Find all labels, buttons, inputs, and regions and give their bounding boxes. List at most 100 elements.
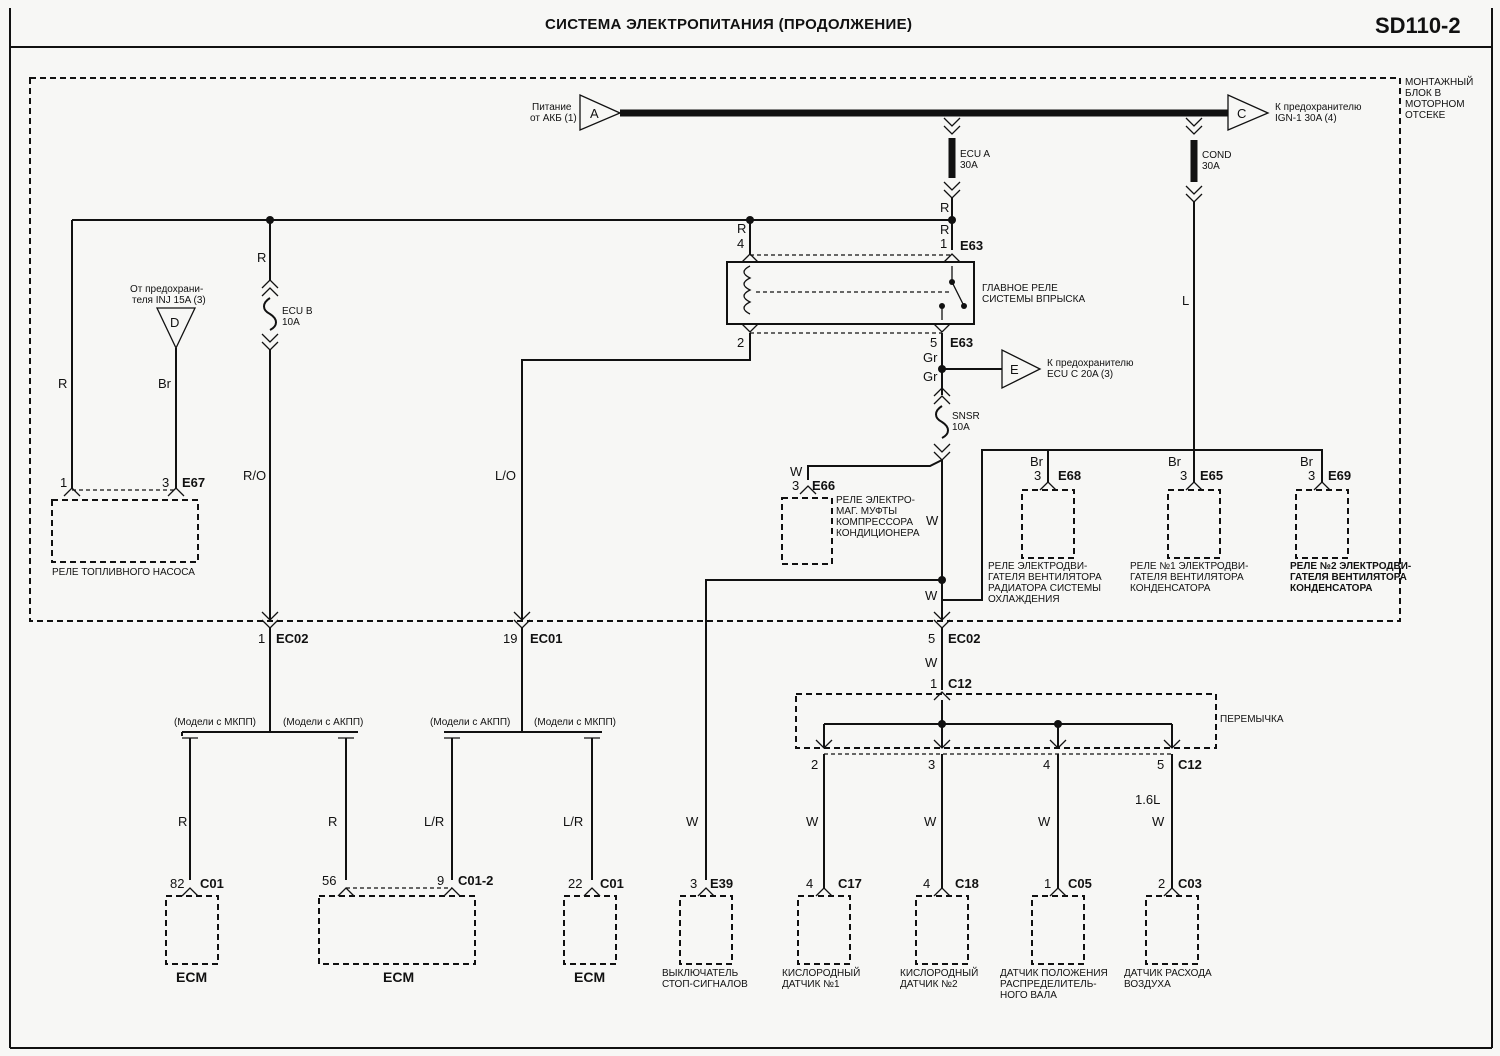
relay-switch-arm (951, 281, 965, 307)
terminal-e-triangle (1001, 348, 1042, 390)
c12-pin-2: 2 (811, 757, 818, 772)
engine-block-label-4: ОТСЕКЕ (1405, 110, 1446, 121)
e67-label: РЕЛЕ ТОПЛИВНОГО НАСОСА (52, 567, 195, 578)
ecm2-conn: C01-2 (458, 873, 493, 888)
ec02-1-pin: 1 (258, 631, 265, 646)
engine-block-label-1: МОНТАЖНЫЙ (1405, 75, 1473, 88)
c17-component (797, 895, 851, 965)
ec01-19-conn: EC01 (530, 631, 563, 646)
e65-pin: 3 (1180, 468, 1187, 483)
e65-pin-mark (1185, 481, 1203, 491)
relay-contact-dot-c (961, 303, 967, 309)
terminal-e-desc-2: ECU C 20A (3) (1047, 369, 1113, 380)
terminal-d-letter: D (170, 315, 179, 330)
c12-pin-5: 5 (1157, 757, 1164, 772)
cond-fuse-rating: 30A (1202, 161, 1220, 172)
wire-ecm2b-color: L/R (424, 814, 444, 829)
ecm2-pin-b: 9 (437, 873, 444, 888)
e67-pin3: 3 (162, 475, 169, 490)
e69-label-2: ГАТЕЛЯ ВЕНТИЛЯТОРА (1290, 572, 1407, 583)
c05-pin: 1 (1044, 876, 1051, 891)
c17-label-2: ДАТЧИК №1 (782, 979, 840, 990)
ecm2-marks (337, 887, 461, 897)
e67-pin1: 1 (60, 475, 67, 490)
wire-w-e66 (807, 459, 943, 480)
wire-w-ec02-color: W (925, 588, 938, 603)
e66-label-3: КОМПРЕССОРА (836, 517, 913, 528)
wire-e65-color: Br (1168, 454, 1182, 469)
c18-label-1: КИСЛОРОДНЫЙ (900, 966, 978, 979)
c05-mark (1049, 887, 1067, 897)
c18-pin: 4 (923, 876, 930, 891)
wire-c18-color: W (924, 814, 937, 829)
c03-pin: 2 (1158, 876, 1165, 891)
c03-mark (1163, 887, 1181, 897)
snsr-fuse-rating: 10A (952, 422, 970, 433)
e67-conn: E67 (182, 475, 205, 490)
c17-pin: 4 (806, 876, 813, 891)
terminal-c-triangle (1227, 93, 1270, 131)
wire-ecu-a-color: R (940, 200, 949, 215)
wire-ecm3-color: L/R (563, 814, 583, 829)
terminal-c-desc-2: IGN-1 30A (4) (1275, 113, 1337, 124)
relay-wire-r-4: R (737, 221, 746, 236)
e66-label-2: МАГ. МУФТЫ (836, 506, 897, 517)
c17-conn: C17 (838, 876, 862, 891)
ecm2-label: ECM (383, 969, 414, 985)
wire-lo-color: L/O (495, 468, 516, 483)
ecm1-pin: 82 (170, 876, 184, 891)
e69-pin-mark (1313, 481, 1331, 491)
wire-gr-color-2: Gr (923, 369, 938, 384)
c12-top-conn: C12 (948, 676, 972, 691)
wire-w-main-color: W (926, 513, 939, 528)
e69-pin: 3 (1308, 468, 1315, 483)
cond-fuse-name: COND (1202, 150, 1231, 161)
relay-pin-4: 4 (737, 236, 744, 251)
e65-conn: E65 (1200, 468, 1223, 483)
e39-component (679, 895, 733, 965)
ecu-b-fuse-name: ECU B (282, 306, 313, 317)
engine-block-outline (29, 77, 1401, 622)
e69-label-3: КОНДЕНСАТОРА (1290, 583, 1372, 594)
snsr-fuse (935, 405, 949, 439)
ecu-a-fuse-rating: 30A (960, 160, 978, 171)
terminal-a-desc-2: от АКБ (1) (530, 113, 577, 124)
terminal-d-desc-1: От предохрани- (130, 284, 203, 295)
c12-pin-3: 3 (928, 757, 935, 772)
branch-ec02-drops (181, 732, 347, 880)
ec02-5-conn: EC02 (948, 631, 981, 646)
e66-label-4: КОНДИЦИОНЕРА (836, 528, 920, 539)
engine-block-label-3: МОТОРНОМ (1405, 99, 1465, 110)
wire-w-e39 (705, 579, 942, 880)
c05-component (1031, 895, 1085, 965)
e68-label-4: ОХЛАЖДЕНИЯ (988, 594, 1060, 605)
c17-mark (815, 887, 833, 897)
wire-lo (521, 333, 751, 620)
relay-label-1: ГЛАВНОЕ РЕЛЕ (982, 283, 1058, 294)
wire-gr-color-1: Gr (923, 350, 938, 365)
e68-conn: E68 (1058, 468, 1081, 483)
e66-component (781, 497, 833, 565)
c05-label-2: РАСПРЕДЕЛИТЕЛЬ- (1000, 979, 1097, 990)
c03-label-2: ВОЗДУХА (1124, 979, 1171, 990)
page-title: СИСТЕМА ЭЛЕКТРОПИТАНИЯ (ПРОДОЛЖЕНИЕ) (545, 16, 913, 33)
e39-label-2: СТОП-СИГНАЛОВ (662, 979, 748, 990)
ec02-5-pin: 5 (928, 631, 935, 646)
wire-ro-color: R/O (243, 468, 266, 483)
ecu-b-fuse (263, 297, 277, 331)
wire-c17-color: W (806, 814, 819, 829)
ecu-b-connector (261, 279, 279, 297)
e67-component (51, 499, 199, 563)
relay-pin-2: 2 (737, 335, 744, 350)
terminal-e-letter: E (1010, 362, 1019, 377)
c12-pin-4: 4 (1043, 757, 1050, 772)
relay-top-pins (741, 253, 961, 263)
snsr-connector-b (933, 443, 951, 461)
ecu-b-fuse-rating: 10A (282, 317, 300, 328)
wire-ecu-a-color-2: R (940, 222, 949, 237)
ecu-a-connector-b (943, 181, 961, 199)
relay-conn-bottom: E63 (950, 335, 973, 350)
jumper-box (795, 693, 1217, 749)
terminal-a-desc-1: Питание (532, 102, 572, 113)
